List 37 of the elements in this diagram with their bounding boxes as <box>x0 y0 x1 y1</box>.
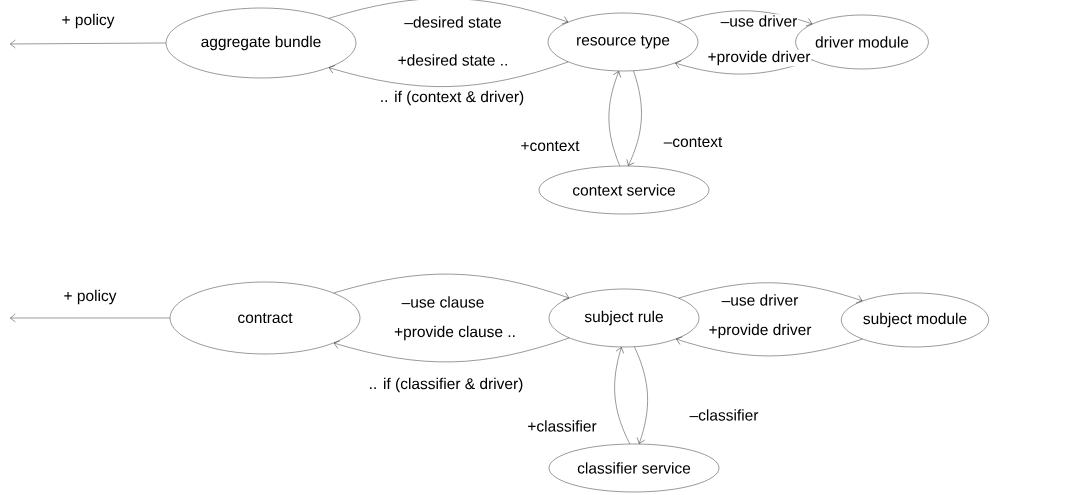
ellipse-node: context service <box>538 165 710 215</box>
edge-label: +context <box>519 139 581 153</box>
edge-label: +provide driver <box>706 49 812 67</box>
arrow <box>626 70 642 166</box>
ellipse-node: aggregate bundle <box>165 7 357 79</box>
edge-label: + policy <box>60 12 116 30</box>
edge-label: –desired state <box>403 15 503 29</box>
arrow <box>678 282 863 304</box>
edge-label: +desired state .. <box>396 53 510 67</box>
arrow <box>676 336 863 357</box>
arrow <box>10 313 170 323</box>
edge-label: –classifier <box>688 408 760 422</box>
arrow <box>675 59 813 75</box>
edge-label: +classifier <box>526 419 598 433</box>
condition-note: .. if (context & driver) <box>381 90 524 106</box>
edge-label: –use clause <box>400 295 486 309</box>
ellipse-node: classifier service <box>548 443 720 493</box>
ellipse-node: contract <box>169 281 361 355</box>
ellipse-node: resource type <box>547 12 699 72</box>
arrow <box>608 71 621 167</box>
arrow <box>677 10 813 27</box>
arrow <box>328 61 569 87</box>
edge-label: + policy <box>62 288 118 306</box>
arrow <box>614 347 630 444</box>
ellipse-node: subject rule <box>548 288 700 348</box>
arrow <box>333 273 570 301</box>
arrow <box>333 337 570 363</box>
arrow <box>634 346 648 444</box>
edge-label: –context <box>662 135 724 149</box>
edge-label: +provide clause .. <box>393 324 517 342</box>
arrow <box>10 39 166 49</box>
condition-note: .. if (classifier & driver) <box>370 377 523 393</box>
edge-label: –use driver <box>719 14 799 28</box>
edge-label: +provide driver <box>707 322 813 340</box>
ellipse-node: subject module <box>841 292 989 348</box>
edge-label: –use driver <box>720 293 800 307</box>
arrow <box>328 0 569 25</box>
